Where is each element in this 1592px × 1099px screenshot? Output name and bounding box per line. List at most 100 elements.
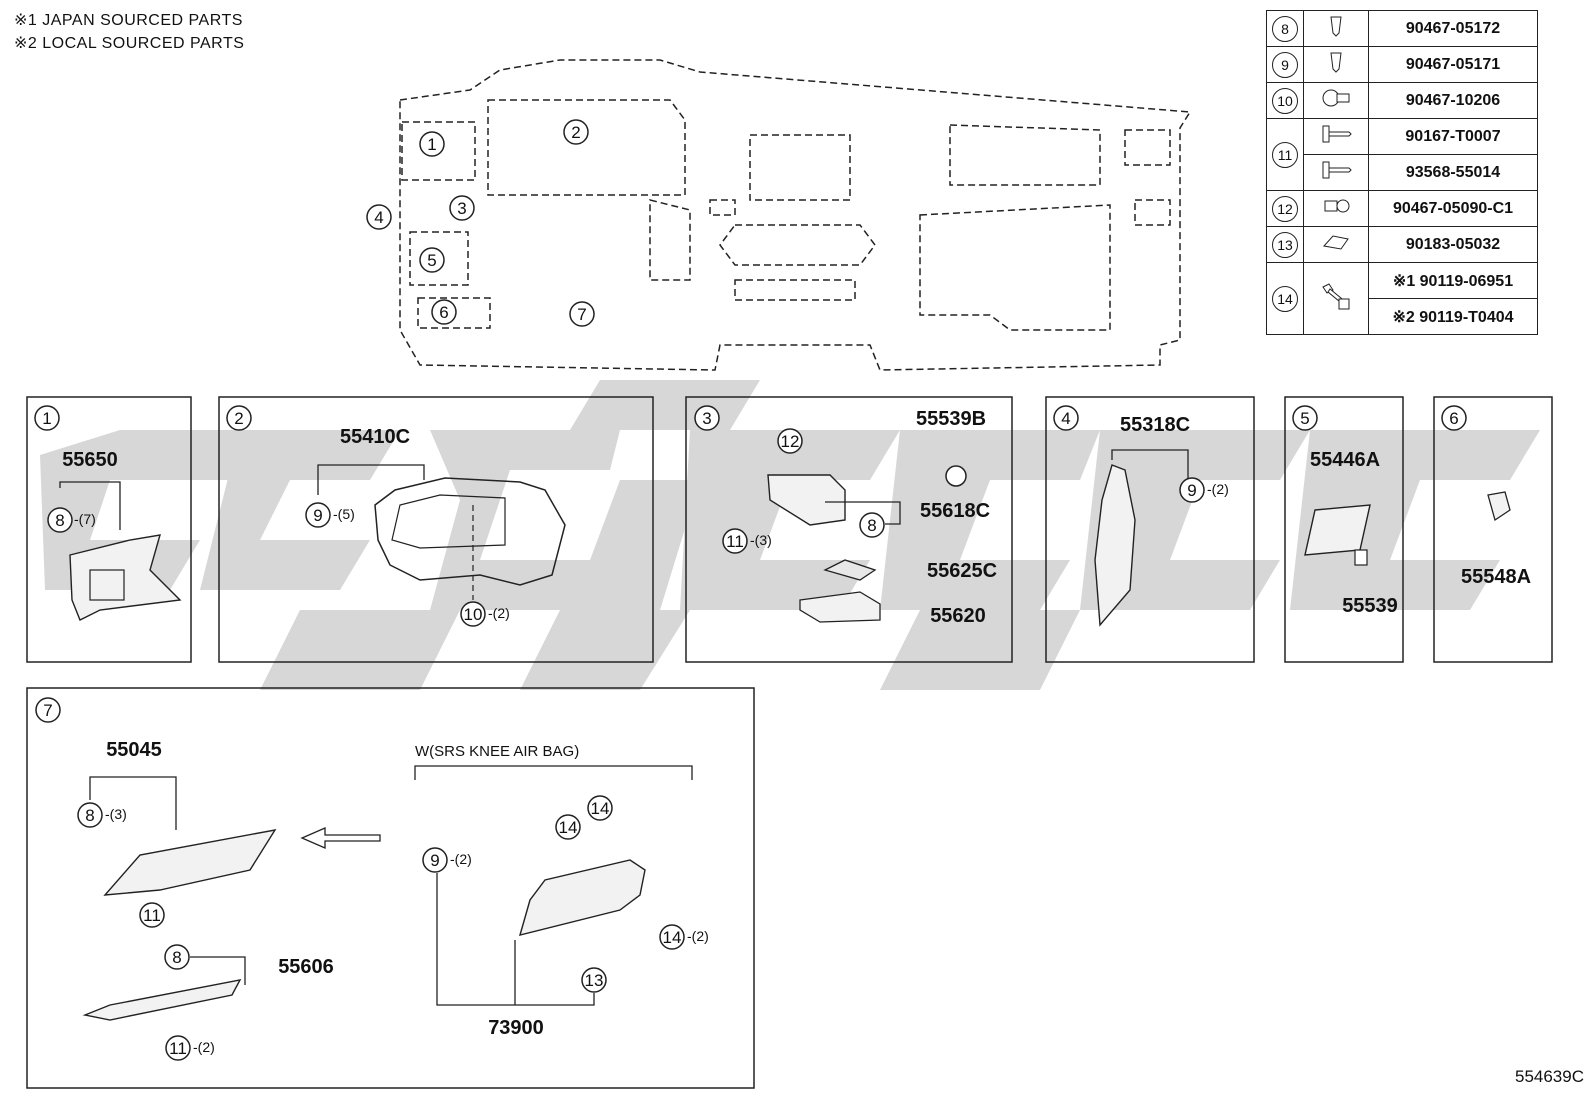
part-number: ※1 90119-06951 (1368, 262, 1538, 299)
clip-icon (1303, 46, 1369, 83)
part-55618C-label: 55618C (920, 500, 990, 522)
part-55539B-label: 55539B (916, 408, 986, 430)
panel-2-frame (218, 396, 654, 663)
part-55539-label: 55539 (1342, 595, 1398, 617)
part-55045-label: 55045 (106, 739, 162, 761)
direction-arrow-icon (300, 827, 381, 849)
side-register-vent-icon (69, 534, 182, 621)
fastener-11-callout-p7a: 11 (143, 906, 161, 925)
overview-callout-3: 3 (457, 199, 466, 218)
panel-4-frame (1045, 396, 1255, 663)
fastener-8-callout: 8 (55, 511, 64, 530)
part-number: 90467-05172 (1368, 10, 1538, 47)
fastener-10-qty: -(2) (488, 605, 510, 621)
ref-8: 8 (1272, 15, 1298, 42)
ref-10: 10 (1272, 87, 1298, 114)
panel-7-frame (26, 687, 755, 1089)
note-japan-sourced: ※1 JAPAN SOURCED PARTS (14, 12, 243, 29)
ref-12: 12 (1272, 195, 1298, 222)
fastener-9-qty: -(5) (333, 506, 355, 522)
part-number: 90467-05090-C1 (1368, 190, 1538, 227)
table-row: 93568-55014 (1267, 154, 1538, 191)
panel-5: 55446A 55539 (1304, 449, 1398, 617)
panel-3: 55539B 12 55618C 8 11 -(3) 55625C 55620 (722, 408, 997, 627)
table-row: 9 90467-05171 (1266, 46, 1538, 83)
ref-9: 9 (1272, 51, 1298, 78)
fastener-10-callout: 10 (464, 605, 483, 624)
fastener-9-callout-p7: 9 (430, 851, 439, 870)
panel-6: 55548A (1461, 491, 1531, 588)
fastener-8-callout-p7a: 8 (85, 806, 94, 825)
fastener-8-callout-p3: 8 (867, 516, 876, 535)
cup-holder-bracket-icon (767, 474, 846, 526)
screw-icon (1303, 154, 1369, 191)
panel-1-label: 1 (42, 409, 51, 428)
panel-6-label: 6 (1449, 409, 1458, 428)
fastener-13-callout: 13 (585, 971, 604, 990)
ref-13: 13 (1272, 231, 1298, 258)
overview-callout-4: 4 (374, 208, 383, 227)
part-55548A-label: 55548A (1461, 566, 1531, 588)
note-local-sourced: ※2 LOCAL SOURCED PARTS (14, 35, 245, 52)
part-number: 90467-10206 (1368, 82, 1538, 119)
fastener-table: 8 90467-05172 9 90467-05171 10 90467-102… (1266, 10, 1538, 335)
part-number: 93568-55014 (1368, 154, 1538, 191)
part-55446A-label: 55446A (1310, 449, 1380, 471)
fastener-12-callout: 12 (781, 432, 800, 451)
overview-callout-2: 2 (571, 123, 580, 142)
part-55410C-label: 55410C (340, 426, 410, 448)
overview-callout-6: 6 (439, 303, 448, 322)
overview-callouts (366, 119, 595, 327)
fastener-9-qty-p7: -(2) (450, 851, 472, 867)
table-row: 13 90183-05032 (1266, 226, 1538, 263)
panel-2-label: 2 (234, 409, 243, 428)
table-row: 14 ※1 90119-06951 (1266, 262, 1538, 335)
fastener-8-qty-p7a: -(3) (105, 806, 127, 822)
switch-base-icon (1304, 504, 1371, 556)
lower-panel-icon (103, 829, 277, 896)
table-row: 11 90167-T0007 (1266, 118, 1538, 191)
panel-1-frame (26, 396, 192, 663)
fastener-8-callout-p7b: 8 (172, 948, 181, 967)
knob-icon (945, 465, 967, 487)
panel-7: 55045 8 -(3) 11 8 55606 11 -(2) W(SRS KN… (77, 739, 709, 1061)
table-row: ※2 90119-T0404 (1267, 298, 1538, 335)
knee-airbag-heading: W(SRS KNEE AIR BAG) (415, 743, 579, 760)
tray-icon (799, 591, 881, 623)
fastener-11-callout: 11 (726, 532, 744, 551)
screw-icon (1303, 118, 1369, 155)
panel-3-frame (685, 396, 1013, 663)
clip-icon (1303, 10, 1369, 47)
panel-4-label: 4 (1061, 409, 1070, 428)
part-number: 90183-05032 (1368, 226, 1538, 263)
fastener-11-qty: -(3) (750, 532, 772, 548)
panel-7-label: 7 (43, 701, 52, 720)
part-number: 90167-T0007 (1368, 118, 1538, 155)
switch-cap-icon (1354, 549, 1368, 566)
fastener-14-qty: -(2) (687, 928, 709, 944)
knee-airbag-icon (518, 859, 646, 936)
overview-callout-1: 1 (427, 135, 436, 154)
fastener-9-callout: 9 (313, 506, 322, 525)
diagram-code: 554639C (1514, 1067, 1584, 1086)
part-55650-label: 55650 (62, 449, 118, 471)
overview-callout-7: 7 (577, 305, 586, 324)
meter-hood-icon (374, 477, 566, 586)
panel-5-label: 5 (1300, 409, 1309, 428)
push-clip-icon (1303, 190, 1369, 227)
panel-4: 55318C 9 -(2) (1094, 414, 1229, 627)
panel-2: 55410C 9 -(5) 10 -(2) (305, 426, 566, 627)
part-number: 90467-05171 (1368, 46, 1538, 83)
panel-3-label: 3 (702, 409, 711, 428)
bolt-icon (1303, 262, 1369, 335)
fastener-14-callout-b: 14 (591, 799, 610, 818)
fastener-14-callout-c: 14 (663, 928, 682, 947)
nut-clip-icon (1303, 226, 1369, 263)
panel-1: 55650 8 -(7) (47, 449, 182, 621)
panel-6-frame (1433, 396, 1553, 663)
side-panel-icon (1094, 464, 1136, 627)
cover-icon (1487, 491, 1511, 522)
lid-icon (823, 559, 877, 581)
fastener-11-callout-p7b: 11 (169, 1039, 187, 1058)
